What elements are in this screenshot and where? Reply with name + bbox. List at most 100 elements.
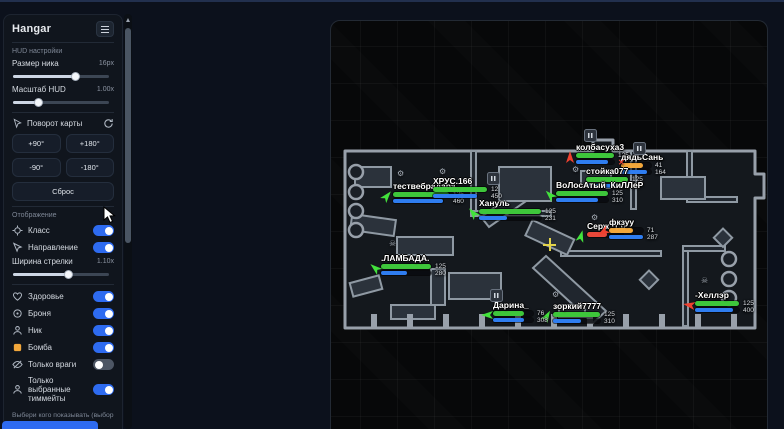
menu-icon[interactable] <box>96 21 114 37</box>
map-player-bars <box>493 311 533 322</box>
toggle-knob <box>94 360 103 369</box>
bomb-planted-icon <box>543 238 556 251</box>
direction-arrow-icon <box>370 264 383 275</box>
direction-arrow-icon <box>380 191 391 204</box>
map-player-bars <box>587 232 626 237</box>
toggle-switch[interactable] <box>93 291 114 302</box>
map-player-name: стойка077 <box>586 166 629 176</box>
armor-bar <box>621 169 651 174</box>
nick-size-slider[interactable] <box>13 71 113 81</box>
item-icon <box>490 289 503 302</box>
map-player-name: Серж_1.0 <box>587 221 626 231</box>
health-bar <box>433 187 487 192</box>
toggle-switch[interactable] <box>93 342 114 353</box>
toggle-switch[interactable] <box>93 325 114 336</box>
toggle-switch[interactable] <box>93 242 114 253</box>
reset-rotation-button[interactable]: Сброс <box>12 182 114 201</box>
direction-icon <box>12 242 23 253</box>
health-bar <box>393 192 449 197</box>
slider-knob[interactable] <box>71 71 80 81</box>
display-section-label: Отображение <box>12 212 57 219</box>
hud-scale-value: 1.00x <box>96 86 114 93</box>
bomb-icon <box>13 343 22 352</box>
map-player-bars <box>609 228 643 239</box>
map-player-name: дядьСань <box>621 152 664 162</box>
armor-bar <box>479 215 541 220</box>
health-bar <box>695 301 739 306</box>
item-icon <box>584 129 597 142</box>
map-player-bars <box>433 187 487 198</box>
arrow-width-slider[interactable] <box>13 269 113 279</box>
toggle-switch[interactable] <box>93 225 114 236</box>
direction-arrow-icon <box>575 230 584 243</box>
map-canvas[interactable]: тествебрадара125460ХРУС.16612450Хануль12… <box>330 20 768 429</box>
settings-panel: Hangar HUD настройки Размер ника 16px Ма… <box>3 14 123 429</box>
rotate-button[interactable]: -180° <box>65 158 114 177</box>
hud-scale-slider[interactable] <box>13 97 113 107</box>
armor-icon <box>13 309 22 318</box>
toggle-label: Только враги <box>28 359 77 369</box>
map-player-values: 125 <box>632 176 643 183</box>
rotate-map-icon <box>13 118 22 129</box>
skull-icon: ☠ <box>701 276 709 285</box>
rotate-button[interactable]: +180° <box>65 134 114 153</box>
item-icon <box>633 142 646 155</box>
toggle-row: Направление <box>12 242 114 253</box>
gear-icon: ⚙ <box>552 290 560 299</box>
toggle-knob <box>104 292 113 301</box>
health-bar <box>586 177 628 182</box>
player-marker-layer: тествебрадара125460ХРУС.16612450Хануль12… <box>331 21 767 429</box>
toggle-switch[interactable] <box>93 308 114 319</box>
scroll-up-icon[interactable] <box>125 18 130 22</box>
armor-bar <box>695 307 739 312</box>
rotate-button[interactable]: +90° <box>12 134 61 153</box>
armor-bar <box>586 183 628 188</box>
map-player-name: ХРУС.166 <box>433 176 473 186</box>
slider-knob[interactable] <box>34 97 43 107</box>
toggle-row: Класс <box>12 225 114 236</box>
map-player-name: тествебрадара <box>393 181 456 191</box>
toggle-switch[interactable] <box>93 359 114 370</box>
refresh-icon[interactable] <box>103 118 114 129</box>
map-player-name: .ЛАМБАДА. <box>381 253 430 263</box>
toggle-label: Бомба <box>28 342 52 352</box>
direction-arrow-icon <box>545 190 558 203</box>
sidebar-scrollbar[interactable] <box>124 14 132 429</box>
armor-bar <box>381 270 431 275</box>
toggle-knob <box>104 385 113 394</box>
toggle-label: Только выбранные тиммейты <box>28 376 71 404</box>
bottom-action-button[interactable] <box>2 421 98 429</box>
toggle-label: Здоровье <box>28 291 64 301</box>
direction-arrow-icon <box>683 302 696 310</box>
divider <box>12 284 114 285</box>
direction-arrow-icon <box>566 151 574 163</box>
map-player-name: ВоЛосАтый_КиЛЛеР <box>556 180 644 190</box>
slider-knob[interactable] <box>64 269 73 279</box>
scroll-thumb[interactable] <box>125 28 131 243</box>
class-icon <box>12 225 23 236</box>
toggle-switch[interactable] <box>93 384 114 396</box>
health-bar <box>609 228 643 233</box>
toggle-row: Бомба <box>12 342 114 353</box>
health-bar <box>553 312 600 317</box>
hud-settings-label: HUD настройки <box>12 48 63 55</box>
rotate-button[interactable]: -90° <box>12 158 61 177</box>
toggle-knob <box>104 226 113 235</box>
toggle-label: Ник <box>28 325 42 335</box>
toggle-row: Только враги <box>12 359 114 370</box>
person-icon <box>13 326 22 335</box>
